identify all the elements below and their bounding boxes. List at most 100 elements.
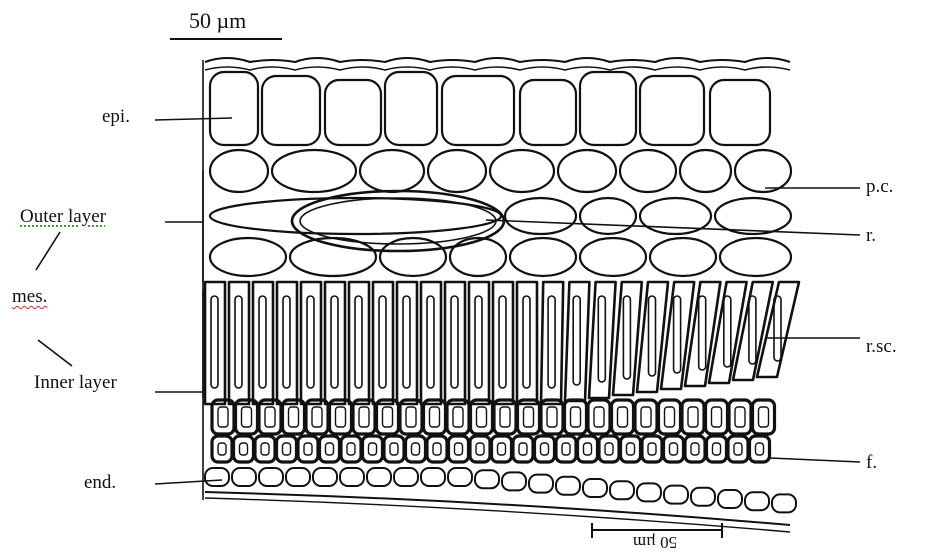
fibre-lumen (500, 407, 510, 427)
label-f: f. (866, 452, 877, 474)
endodermis-cell (772, 494, 796, 512)
endodermis-cell (637, 483, 661, 501)
fibre-cell (449, 436, 469, 462)
endodermis-cell (691, 488, 715, 506)
fibre-cell (535, 436, 555, 462)
sclerenchyma-lumen (403, 296, 410, 388)
label-epi: epi. (102, 106, 130, 128)
fibre-cell (492, 436, 512, 462)
endodermis-cell (367, 468, 391, 486)
fibre-cell (635, 400, 657, 434)
fibre-cell (320, 436, 340, 462)
leader-mes-up (36, 232, 60, 270)
cuticle-outline (205, 58, 790, 62)
label-end: end. (84, 472, 116, 494)
label-rsc: r.sc. (866, 336, 897, 358)
sclerenchyma-lumen (451, 296, 458, 388)
sclerenchyma-cell (565, 282, 589, 401)
fibre-lumen (304, 443, 312, 455)
fibre-lumen (455, 443, 463, 455)
sclerenchyma-lumen (475, 296, 482, 388)
fibre-lumen (326, 443, 334, 455)
sclerenchyma-lumen (355, 296, 362, 388)
cell-drawing (203, 58, 799, 532)
fibre-cell (341, 436, 361, 462)
fibre-cell (659, 400, 681, 434)
sclerenchyma-lumen (598, 296, 605, 382)
sclerenchyma-lumen (427, 296, 434, 388)
leader-end (155, 480, 222, 484)
endodermis-cell (745, 492, 769, 510)
sclerenchyma-cell (277, 282, 297, 404)
parenchyma-cell (272, 150, 356, 192)
fibre-cell (707, 436, 727, 462)
fibre-cell (685, 436, 705, 462)
label-pc: p.c. (866, 176, 893, 198)
fibre-cell (706, 400, 728, 434)
fibre-lumen (412, 443, 420, 455)
endodermis-cell (259, 468, 283, 486)
fibre-lumen (477, 407, 487, 427)
fibre-lumen (476, 443, 484, 455)
fibre-cell (728, 436, 748, 462)
fibre-lumen (242, 407, 252, 427)
cuticle-inner-outline (205, 67, 790, 70)
inner-boundary-line (205, 498, 790, 532)
fibre-lumen (648, 443, 656, 455)
sclerenchyma-lumen (623, 296, 630, 379)
sclerenchyma-lumen (283, 296, 290, 388)
sclerenchyma-lumen (523, 296, 530, 388)
endodermis-cell (205, 468, 229, 486)
sclerenchyma-cell (253, 282, 273, 404)
leader-f (770, 458, 860, 462)
fibre-lumen (390, 443, 398, 455)
epidermis-cell (325, 80, 381, 145)
parenchyma-cell (580, 238, 646, 276)
fibre-cell (363, 436, 383, 462)
epidermis-cell (640, 76, 704, 145)
sclerenchyma-cell (229, 282, 249, 404)
parenchyma-cell (580, 198, 636, 234)
sclerenchyma-lumen (259, 296, 266, 388)
sclerenchyma-cell (469, 282, 489, 404)
fibre-lumen (369, 443, 377, 455)
epidermis-cell (520, 80, 576, 145)
epidermis-cell (262, 76, 320, 145)
parenchyma-cell (428, 150, 486, 192)
fibre-lumen (359, 407, 369, 427)
fibre-lumen (289, 407, 299, 427)
sclerenchyma-cell (349, 282, 369, 404)
sclerenchyma-cell (301, 282, 321, 404)
fibre-lumen (240, 443, 248, 455)
leader-r (486, 220, 860, 235)
endodermis-cell (340, 468, 364, 486)
fibre-cell (588, 400, 610, 434)
fibre-cell (729, 400, 751, 434)
fibre-lumen (562, 443, 570, 455)
fibre-cell (664, 436, 684, 462)
fibre-lumen (218, 407, 228, 427)
sclerenchyma-cell (517, 282, 537, 404)
endodermis-cell (718, 490, 742, 508)
sclerenchyma-cell (493, 282, 513, 404)
sclerenchyma-cell (325, 282, 345, 404)
endodermis-cell (502, 472, 526, 490)
fibre-cell (298, 436, 318, 462)
sclerenchyma-lumen (724, 296, 731, 367)
sclerenchyma-lumen (331, 296, 338, 388)
fibre-lumen (734, 443, 742, 455)
parenchyma-cell (720, 238, 791, 276)
fibre-lumen (594, 407, 604, 427)
endodermis-cell (610, 481, 634, 499)
handwritten-scale-text: 50 µm (633, 533, 677, 552)
sclerenchyma-cell (397, 282, 417, 404)
parenchyma-cell (210, 150, 268, 192)
sclerenchyma-lumen (235, 296, 242, 388)
fibre-cell (470, 436, 490, 462)
endodermis-cell (583, 479, 607, 497)
sclerenchyma-lumen (774, 296, 781, 361)
fibre-lumen (618, 407, 628, 427)
fibre-cell (750, 436, 770, 462)
fibre-lumen (735, 407, 745, 427)
